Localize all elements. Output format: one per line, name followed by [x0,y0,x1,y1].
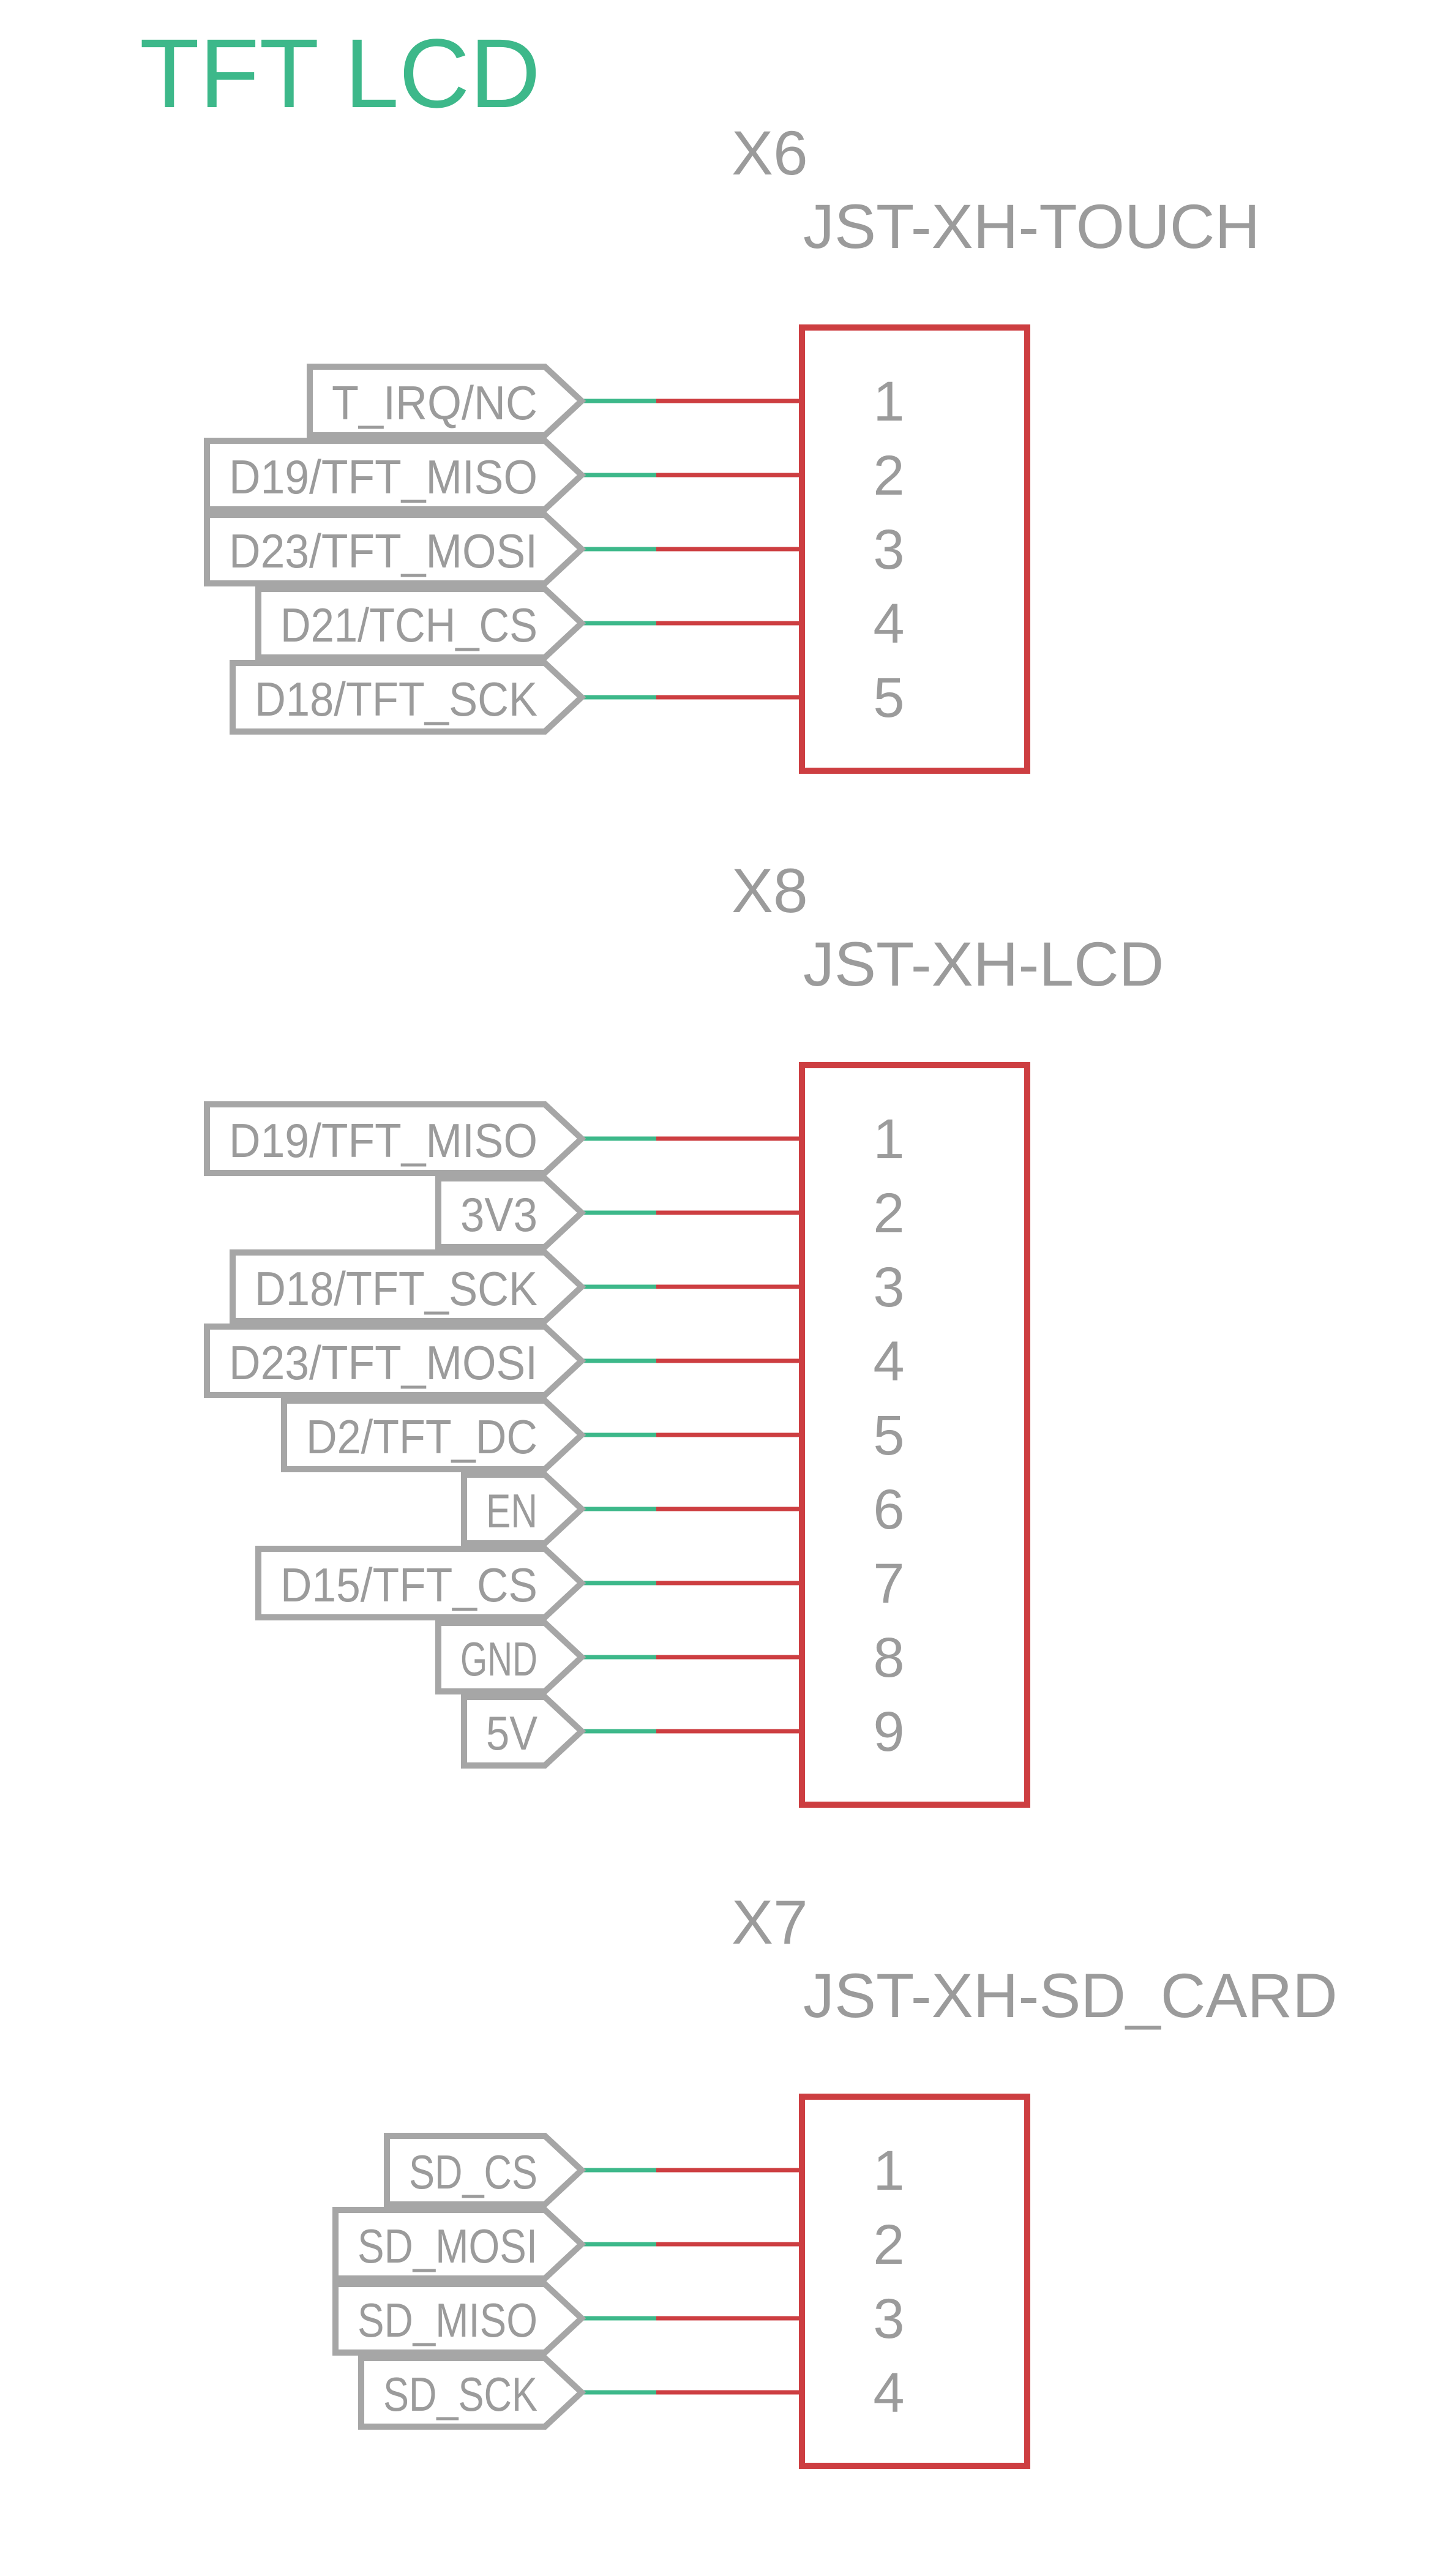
pin-row[interactable]: 8 GND [435,1620,905,1694]
net-label: SD_MOSI [358,2219,537,2273]
net-label: 5V [486,1706,537,1760]
connector-value: JST-XH-TOUCH [803,192,1260,261]
net-label-flag [281,1398,586,1472]
pin-number: 3 [873,2288,904,2350]
net-label: GND [460,1632,537,1686]
net-label-flag [230,1249,586,1324]
pin-number: 4 [873,2362,904,2424]
pin-number: 1 [873,1108,904,1170]
net-label-flag [204,512,586,586]
connector-reference: X7 [732,1887,808,1957]
net-label: EN [486,1484,537,1538]
net-label: 3V3 [460,1188,537,1241]
pin-row[interactable]: 4 SD_SCK [358,2355,905,2430]
net-label-flag [332,2281,586,2356]
net-label-flag [384,2133,586,2207]
pin-row[interactable]: 1 SD_CS [384,2133,905,2207]
connector-body [799,1062,1030,1808]
pin-row[interactable]: 3 SD_MISO [332,2281,905,2356]
pin-row[interactable]: 2 3V3 [435,1175,905,1250]
pin-number: 3 [873,1256,904,1319]
pin-row[interactable]: 3 D18/TFT_SCK [230,1249,905,1324]
net-label-flag [255,586,586,661]
pin-number: 1 [873,2140,904,2202]
net-label-flag [255,1546,586,1620]
pin-number: 5 [873,1404,904,1467]
pin-row[interactable]: 3 D23/TFT_MOSI [204,512,905,586]
pin-number: 2 [873,2214,904,2276]
connector-body [799,324,1030,774]
pin-row[interactable]: 7 D15/TFT_CS [255,1546,905,1620]
net-label: D21/TCH_CS [280,598,537,652]
net-label: SD_MISO [358,2293,537,2347]
net-label-flag [204,1101,586,1176]
pin-number: 9 [873,1701,904,1763]
net-label: D2/TFT_DC [306,1410,537,1464]
net-label: T_IRQ/NC [332,376,537,430]
net-label-flag [461,1694,586,1769]
pin-number: 1 [873,370,904,433]
net-label: SD_CS [409,2145,537,2199]
pin-row[interactable]: 4 D21/TCH_CS [255,586,905,661]
net-label-flag [307,364,586,438]
connector-value: JST-XH-LCD [803,929,1164,999]
pin-number: 2 [873,1182,904,1245]
pin-number: 7 [873,1552,904,1615]
net-label-flag [435,1620,586,1694]
net-label-flag [332,2207,586,2282]
net-label: D18/TFT_SCK [255,1262,537,1316]
connector-reference: X6 [732,118,808,188]
net-label-flag [461,1472,586,1546]
pin-row[interactable]: 5 D2/TFT_DC [281,1398,905,1472]
pin-row[interactable]: 9 5V [461,1694,905,1769]
net-label-flag [204,1324,586,1398]
pin-row[interactable]: 1 D19/TFT_MISO [204,1101,905,1176]
net-label: D15/TFT_CS [280,1558,537,1612]
sheet-title: TFT LCD [140,18,541,128]
net-label: D19/TFT_MISO [229,1114,537,1167]
pin-number: 3 [873,519,904,581]
net-label-flag [230,660,586,735]
pin-number: 6 [873,1478,904,1541]
connector-value: JST-XH-SD_CARD [803,1961,1338,2031]
pin-row[interactable]: 1 T_IRQ/NC [307,364,905,438]
net-label: D19/TFT_MISO [229,450,537,504]
net-label-flag [358,2355,586,2430]
pin-row[interactable]: 6 EN [461,1472,905,1546]
pin-number: 8 [873,1627,904,1689]
net-label: D18/TFT_SCK [255,672,537,726]
pin-row[interactable]: 2 D19/TFT_MISO [204,438,905,512]
pin-number: 4 [873,593,904,655]
net-label: D23/TFT_MOSI [229,1336,537,1390]
pin-row[interactable]: 4 D23/TFT_MOSI [204,1324,905,1398]
connector-reference: X8 [732,856,808,926]
connectors-layer: X6JST-XH-TOUCH1T_IRQ/NC2D19/TFT_MISO3D23… [204,118,1338,2469]
net-label: SD_SCK [383,2367,537,2421]
pin-number: 2 [873,444,904,507]
pin-number: 5 [873,667,904,729]
connector-body [799,2094,1030,2469]
net-label-flag [204,438,586,512]
net-label: D23/TFT_MOSI [229,524,537,578]
pin-number: 4 [873,1330,904,1393]
pin-row[interactable]: 2 SD_MOSI [332,2207,905,2282]
pin-row[interactable]: 5 D18/TFT_SCK [230,660,905,735]
net-label-flag [435,1175,586,1250]
